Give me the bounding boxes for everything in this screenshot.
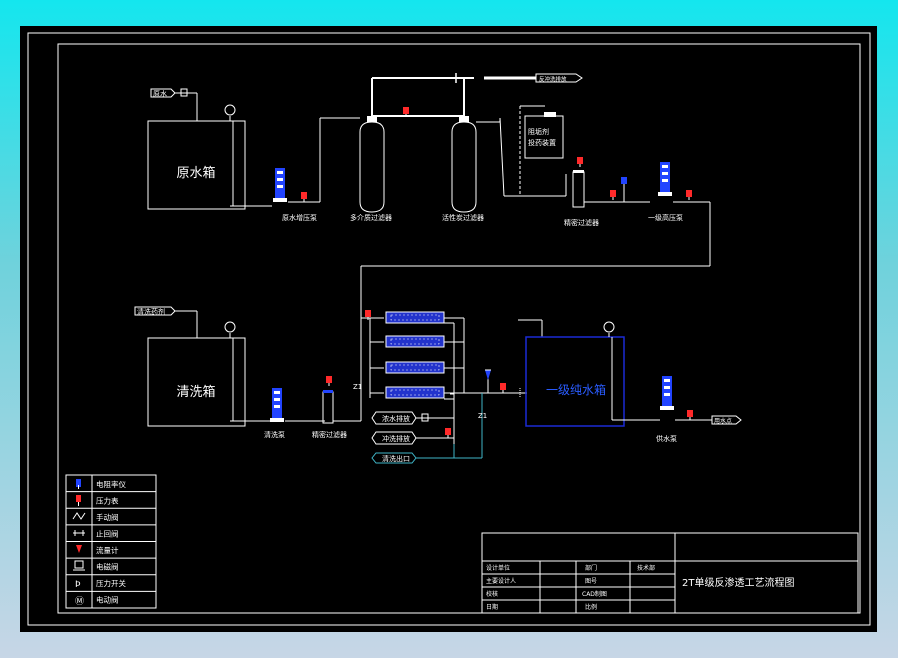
clean-return-label: 清洗出口	[382, 454, 410, 463]
outer-frame	[27, 32, 871, 626]
permeate-line	[464, 319, 543, 398]
diagram-title: 2T单级反渗透工艺流程图	[682, 576, 794, 589]
concentrate-label: 浓水排放	[382, 414, 410, 423]
use-point-label: 用水点	[714, 417, 732, 425]
cleaning-agent-label: 清洗药剂	[137, 307, 165, 316]
cleaning-precision-filter: 精密过滤器	[312, 375, 361, 439]
cleaning-tank: 清洗箱	[147, 321, 272, 427]
raw-water-tank: 原水箱	[147, 104, 272, 210]
supply-pump-label: 供水泵	[656, 434, 677, 443]
clean-tank-label: 清洗箱	[176, 384, 215, 400]
concentrate-outlet: 浓水排放	[371, 411, 454, 425]
level-gauge-icon	[603, 321, 615, 333]
backwash-drain-label: 反冲洗排放	[539, 75, 567, 83]
manual-valve-icon	[72, 512, 86, 520]
dosing-device-label: 投药装置	[528, 138, 556, 147]
legend-label-check-valve: 止回阀	[96, 529, 119, 539]
cleaning-return-outlet: 清洗出口 Z1	[371, 393, 487, 464]
resistivity-meter-icon	[76, 479, 81, 489]
flush-label: 冲洗排放	[382, 434, 410, 443]
valve-mark-a: Z1	[353, 383, 362, 391]
multi-filter-label: 多介质过滤器	[350, 213, 392, 222]
tb-cad: CAD制图	[582, 590, 607, 598]
tb-main-designer: 主要设计人	[486, 577, 516, 585]
flow-meter-icon	[485, 369, 491, 393]
pure-water-tank: 一级纯水箱	[525, 321, 660, 427]
precision-filter-label: 精密过滤器	[564, 218, 599, 227]
antiscalant-dosing-unit: 阻垢剂 投药装置	[519, 105, 564, 196]
solenoid-valve-icon	[621, 177, 627, 202]
level-gauge-icon	[224, 104, 236, 116]
tb-dept: 部门	[585, 564, 597, 572]
legend-label-electric-valve: 电动阀	[96, 595, 119, 605]
raw-water-inlet-label: 原水	[153, 89, 167, 98]
legend-label-pressure-gauge: 压力表	[96, 496, 119, 506]
raw-tank-label: 原水箱	[176, 165, 215, 181]
legend-label-resistivity: 电阻率仪	[96, 479, 126, 489]
filter-piping: 反冲洗排放	[371, 73, 583, 197]
pressure-switch-icon: Þ	[75, 580, 81, 590]
raw-water-inlet: 原水	[150, 88, 198, 121]
pure-tank-label: 一级纯水箱	[546, 382, 606, 397]
carbon-filter-label: 活性炭过滤器	[442, 213, 484, 222]
tb-design-unit: 设计单位	[486, 564, 510, 572]
flow-meter-icon	[76, 545, 82, 553]
svg-text:Þ: Þ	[75, 580, 81, 590]
tb-scale: 比例	[585, 603, 597, 611]
tb-checker: 校核	[486, 590, 498, 598]
valve-mark-b: Z1	[478, 412, 487, 420]
antiscalant-label: 阻垢剂	[528, 127, 549, 136]
ro-membrane-4	[385, 386, 445, 399]
legend-label-pressure-switch: 压力开关	[96, 578, 126, 588]
cleaning-pump: 清洗泵	[264, 388, 325, 439]
ro-membrane-array	[361, 309, 480, 444]
inner-frame	[57, 43, 861, 614]
title-block: 设计单位 部门 技术部 主要设计人 图号 校核 CAD制图 日期 比例 2T单级…	[481, 532, 859, 614]
tb-tech-dept: 技术部	[637, 564, 655, 572]
raw-water-pump: 原水增压泵	[273, 117, 360, 222]
flush-outlet: 冲洗排放	[371, 393, 454, 445]
high-pressure-pump: 一级高压泵	[360, 162, 711, 421]
cleaning-agent-inlet: 清洗药剂	[134, 306, 198, 338]
pressure-gauge-icon	[76, 495, 81, 506]
raw-pump-label: 原水增压泵	[282, 213, 317, 222]
clean-pump-label: 清洗泵	[264, 430, 285, 439]
tb-date: 日期	[486, 603, 498, 611]
svg-text:Ⓜ: Ⓜ	[75, 596, 84, 607]
check-valve-icon	[73, 530, 85, 536]
supply-pump: 供水泵 用水点	[656, 376, 742, 443]
level-gauge-icon	[224, 321, 236, 333]
symbol-legend: Þ Ⓜ 电阻率仪 压力表 手动阀 止回阀 流量计 电磁阀 压力开关 电动阀	[65, 474, 157, 609]
multi-media-filter: 多介质过滤器	[350, 115, 392, 222]
hp-pump-label: 一级高压泵	[648, 213, 683, 222]
activated-carbon-filter: 活性炭过滤器	[442, 115, 484, 222]
ro-membrane-3	[385, 361, 445, 374]
clean-filter-label: 精密过滤器	[312, 430, 347, 439]
precision-filter-1: 精密过滤器	[564, 156, 650, 227]
legend-label-flow-meter: 流量计	[96, 545, 119, 555]
ro-membrane-1	[385, 311, 445, 324]
drawing-sheet: 原水 原水箱 原水增压泵 多介质过滤器 活性炭过滤器	[20, 26, 877, 632]
legend-label-solenoid-valve: 电磁阀	[96, 562, 119, 572]
solenoid-valve-icon	[73, 560, 85, 571]
ro-membrane-2	[385, 335, 445, 348]
legend-label-manual-valve: 手动阀	[96, 512, 119, 522]
tb-drawing-no: 图号	[585, 578, 597, 585]
process-flow-diagram: 原水 原水箱 原水增压泵 多介质过滤器 活性炭过滤器	[27, 32, 871, 626]
electric-valve-icon: Ⓜ	[75, 596, 84, 607]
